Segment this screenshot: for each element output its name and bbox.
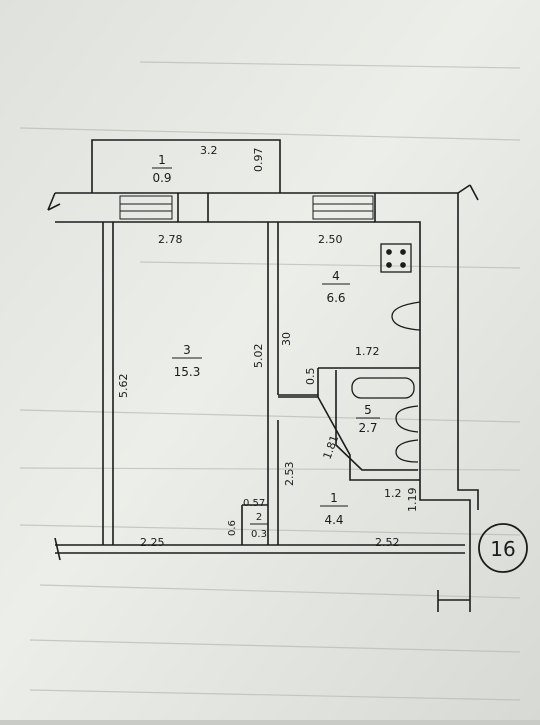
dim-bath-side: 0.5 <box>304 368 317 386</box>
walls <box>47 139 479 612</box>
stove-icon <box>380 243 412 273</box>
dim-partition-thickness: 30 <box>280 332 293 346</box>
room-4-number: 4 <box>332 269 340 283</box>
room-4-area: 6.6 <box>326 291 345 305</box>
dim-partition-height: 5.02 <box>252 344 265 369</box>
dim-balcony-width: 3.2 <box>200 144 218 157</box>
dim-entry-depth: 1.19 <box>406 488 419 513</box>
dim-corridor-length: 2.53 <box>283 462 296 487</box>
dimension-labels: 3.2 0.97 2.78 2.50 5.62 5.02 30 1.72 0.5… <box>117 144 419 549</box>
dim-bottom-right: 2.52 <box>375 536 400 549</box>
room-1-area: 4.4 <box>324 513 343 527</box>
balcony-number: 1 <box>158 153 166 167</box>
apartment-badge: 16 <box>478 523 528 573</box>
room-2-number: 2 <box>256 512 262 523</box>
balcony-area: 0.9 <box>152 171 171 185</box>
bathtub-icon <box>351 377 415 399</box>
apartment-number: 16 <box>490 537 515 561</box>
room-3-area: 15.3 <box>174 365 201 379</box>
dim-kitchen-top: 2.50 <box>318 233 343 246</box>
fixtures <box>351 243 421 463</box>
dim-entry-width: 1.2 <box>384 487 402 500</box>
room-5-area: 2.7 <box>358 421 377 435</box>
room-3-number: 3 <box>183 343 191 357</box>
room-2-area: 0.3 <box>251 529 267 540</box>
room-labels: 1 0.9 3 15.3 4 6.6 5 2.7 1 4.4 2 0.3 <box>152 153 380 540</box>
kitchen-sink-icon <box>391 301 421 331</box>
toilet-icon <box>395 439 419 463</box>
dim-closet-depth: 0.6 <box>227 520 238 536</box>
bathroom-sink-icon <box>395 405 419 433</box>
dim-closet-width: 0.57 <box>243 498 265 509</box>
dim-bottom-left: 2.25 <box>140 536 165 549</box>
dim-room3-height: 5.62 <box>117 374 130 399</box>
dim-room3-top: 2.78 <box>158 233 183 246</box>
dim-balcony-depth: 0.97 <box>252 148 265 173</box>
room-5-number: 5 <box>364 403 372 417</box>
room-1-number: 1 <box>330 491 338 505</box>
dim-bath-width: 1.72 <box>355 345 380 358</box>
